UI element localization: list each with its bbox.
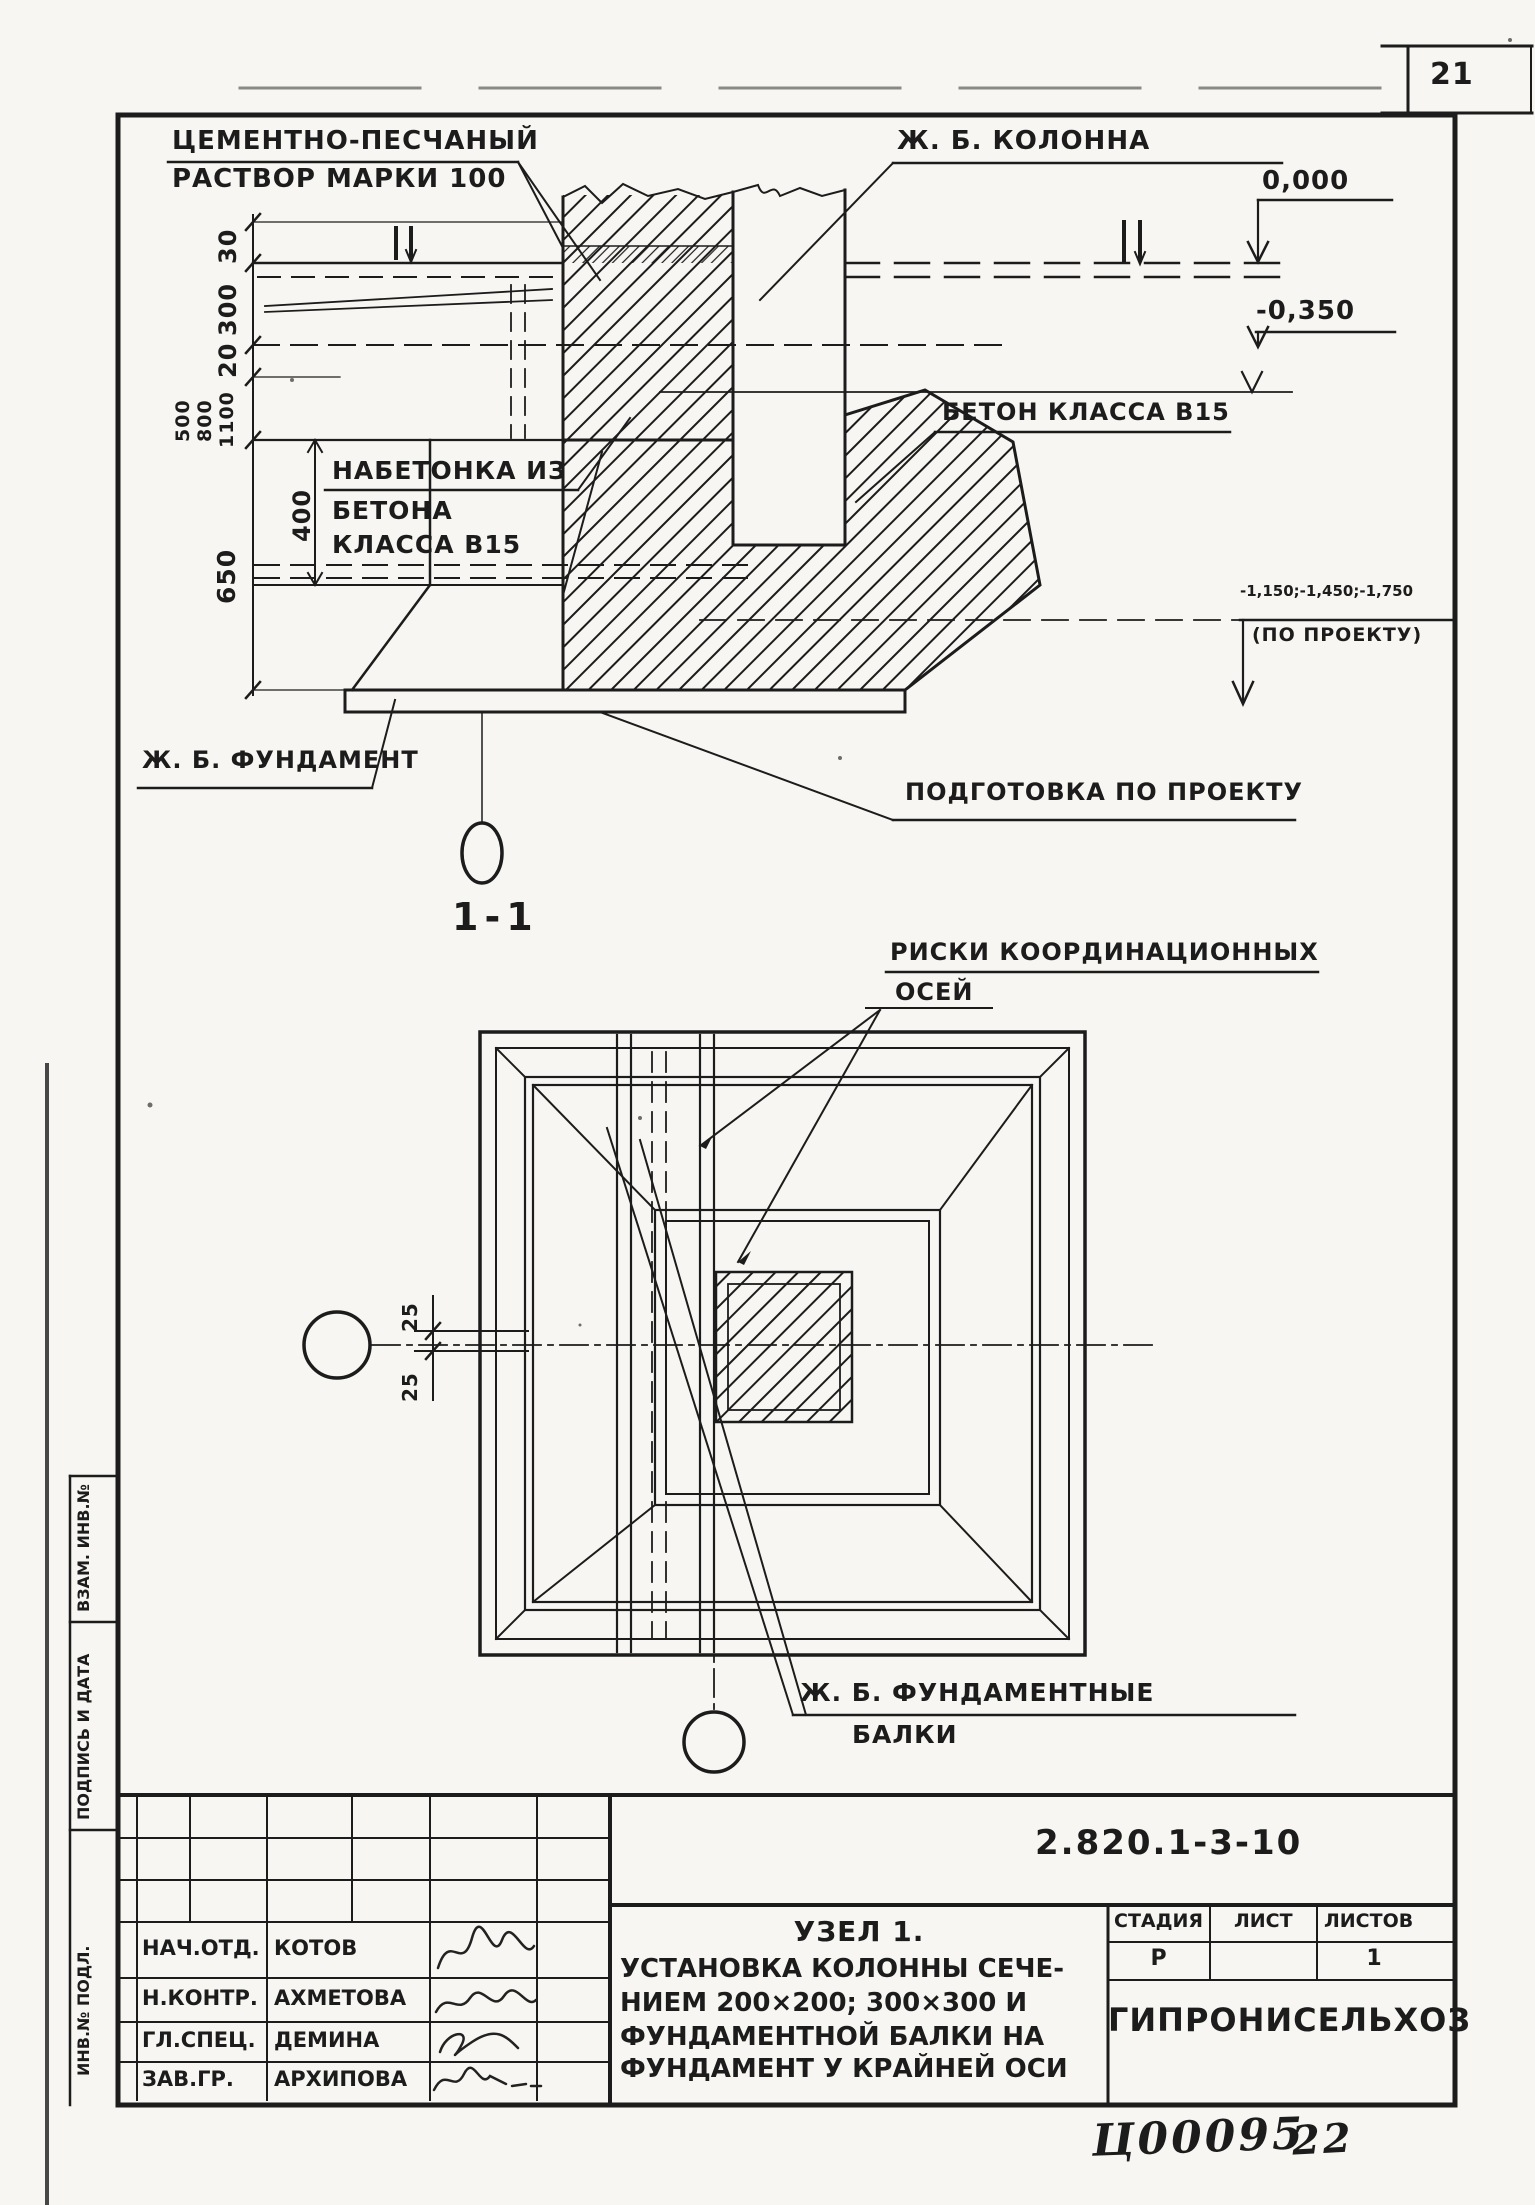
level-minus-035-label: -0,350 (1256, 296, 1356, 326)
dim-800: 800 (194, 399, 216, 442)
nabetonka-label-line3: КЛАССА В15 (332, 530, 522, 559)
sheets-label: ЛИСТОВ (1324, 1910, 1414, 1932)
role-gl-spec: ГЛ.СПЕЦ. (142, 2028, 256, 2052)
beams-label-line2: БАЛКИ (852, 1720, 958, 1749)
subject-line4: ФУНДАМЕНТ У КРАЙНЕЙ ОСИ (620, 2054, 1068, 2084)
project-levels-label: -1,150;-1,450;-1,750 (1240, 582, 1414, 600)
subject-line3: ФУНДАМЕНТНОЙ БАЛКИ НА (620, 2022, 1045, 2052)
organization-name: ГИПРОНИСЕЛЬХОЗ (1108, 2001, 1472, 2039)
section-view-lines (136, 160, 1454, 885)
preparation-label: ПОДГОТОВКА ПО ПРОЕКТУ (905, 778, 1303, 806)
dim-25-bottom: 25 (398, 1372, 422, 1402)
sheet-frame (45, 44, 1534, 2205)
role-n-kontr: Н.КОНТР. (142, 1986, 258, 2010)
nabetonka-label-line2: БЕТОНА (332, 496, 453, 525)
dim-400: 400 (288, 488, 316, 542)
margin-label-vzam: ВЗАМ. ИНВ.№ (74, 1484, 93, 1612)
dim-500: 500 (172, 399, 194, 442)
signatures (432, 1925, 543, 2092)
plan-view-lines (302, 970, 1320, 1774)
dim-300: 300 (214, 282, 242, 336)
subject-title: УЗЕЛ 1. (793, 1915, 925, 1948)
level-zero-label: 0,000 (1262, 166, 1350, 196)
dim-25-top: 25 (398, 1302, 422, 1332)
nabetonka-label-line1: НАБЕТОНКА ИЗ (332, 456, 567, 485)
axis-marks-label-line2: ОСЕЙ (895, 978, 974, 1006)
mortar-label-line2: РАСТВОР МАРКИ 100 (172, 164, 507, 194)
name-demina: ДЕМИНА (274, 2028, 380, 2052)
axis-marks-label-line1: РИСКИ КООРДИНАЦИОННЫХ (890, 938, 1319, 966)
name-akhmetova: АХМЕТОВА (274, 1986, 407, 2010)
doc-number: 2.820.1-3-10 (1035, 1823, 1303, 1863)
subject-line2: НИЕМ 200×200; 300×300 И (620, 1988, 1028, 2018)
project-levels-note: (ПО ПРОЕКТУ) (1252, 624, 1423, 646)
mortar-label-line1: ЦЕМЕНТНО-ПЕСЧАНЫЙ (172, 126, 539, 156)
name-kotov: КОТОВ (274, 1936, 358, 1960)
inventory-code-handwritten: Ц00095 (1091, 2108, 1307, 2167)
role-nach-otd: НАЧ.ОТД. (142, 1936, 260, 1960)
dim-30: 30 (214, 228, 242, 264)
dim-20: 20 (214, 342, 242, 378)
scan-specks (147, 38, 1512, 1327)
sheet-label: ЛИСТ (1234, 1910, 1293, 1932)
stage-label: СТАДИЯ (1114, 1910, 1204, 1932)
page-number-handwritten: 22 (1290, 2114, 1355, 2165)
role-zav-gr: ЗАВ.ГР. (142, 2067, 234, 2091)
foundation-label: Ж. Б. ФУНДАМЕНТ (142, 746, 419, 774)
page-number: 21 (1430, 57, 1474, 92)
sheets-value: 1 (1366, 1946, 1383, 1971)
margin-label-inv: ИНВ.№ ПОДЛ. (74, 1945, 93, 2076)
concrete-b15-label: БЕТОН КЛАССА В15 (942, 398, 1230, 426)
stage-value: Р (1150, 1946, 1168, 1971)
margin-label-podpis: ПОДПИСЬ И ДАТА (74, 1653, 93, 1820)
title-block-grid (116, 1793, 1457, 2107)
section-mark-label: 1-1 (452, 895, 539, 939)
dim-1100: 1100 (216, 391, 238, 448)
name-arkhipova: АРХИПОВА (274, 2067, 408, 2091)
subject-line1: УСТАНОВКА КОЛОННЫ СЕЧЕ- (620, 1954, 1065, 1984)
beams-label-line1: Ж. Б. ФУНДАМЕНТНЫЕ (800, 1678, 1155, 1707)
dim-650: 650 (212, 548, 241, 604)
column-label: Ж. Б. КОЛОННА (897, 126, 1151, 156)
